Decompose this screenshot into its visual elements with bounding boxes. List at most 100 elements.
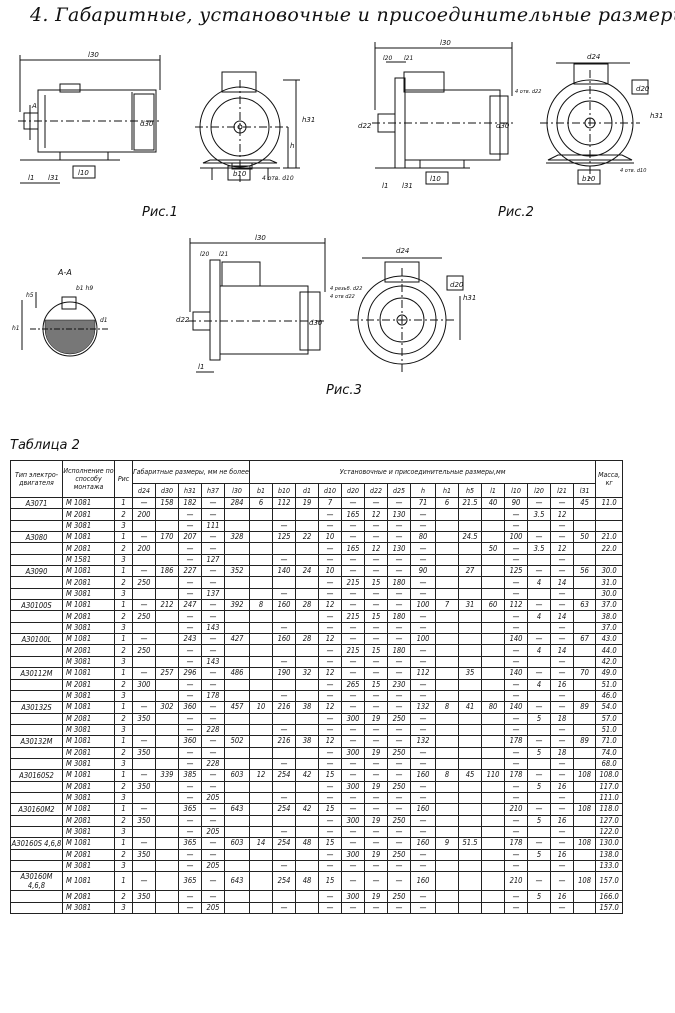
col-header-fig: Рис (114, 460, 133, 498)
table-cell: 108 (573, 871, 597, 892)
table-cell: — (364, 825, 389, 839)
table-cell (458, 803, 483, 816)
table-cell: — (550, 587, 575, 601)
table-cell: — (364, 565, 389, 578)
table-cell: — (132, 633, 156, 646)
table-cell: 302 (155, 701, 179, 714)
table-cell: 300 (341, 746, 366, 759)
table-cell (132, 901, 156, 915)
table-cell (435, 610, 460, 623)
table-cell: — (504, 644, 529, 657)
fig2-h31-label: h31 (650, 112, 663, 120)
table-cell: 16 (550, 890, 575, 903)
table-cell: 3.5 (527, 542, 552, 555)
execution-cell: М 2081 (62, 610, 115, 623)
motor-type-cell (10, 814, 63, 827)
fig1-l31-label: l31 (48, 174, 59, 182)
table-cell: 14 (550, 644, 575, 657)
table-cell: 160 (410, 837, 437, 850)
table-cell (481, 553, 506, 567)
fig1-d30-label: d30 (140, 120, 154, 128)
table-cell: 63 (573, 599, 597, 612)
fig2-holes-d22-label: 4 отв. d22 (515, 89, 541, 95)
table-cell: 125 (504, 565, 529, 578)
table-cell: 12 (318, 599, 343, 612)
table-cell (295, 746, 320, 759)
table-cell: 21.5 (458, 496, 483, 510)
table-cell: 160 (272, 633, 297, 646)
table-cell: — (410, 859, 437, 873)
table-cell (249, 791, 274, 805)
table-cell: — (364, 587, 389, 601)
table-cell (132, 689, 156, 703)
table-cell: — (132, 803, 156, 816)
table-cell: 37.0 (595, 599, 624, 612)
table-cell: 3 (114, 901, 133, 915)
table-cell: — (410, 621, 437, 635)
table-cell (458, 542, 483, 555)
table-cell (527, 587, 552, 601)
table-cell: 15 (364, 678, 389, 691)
table-cell: 5 (527, 848, 552, 862)
table-cell: — (341, 701, 366, 714)
table-cell (458, 553, 483, 567)
table-cell: — (178, 780, 202, 793)
table-cell: — (364, 689, 389, 703)
table-cell: — (341, 689, 366, 703)
table-cell (573, 814, 597, 827)
table-cell (573, 746, 597, 759)
table-cell: — (132, 496, 156, 510)
table-cell (223, 757, 251, 771)
table-cell (458, 791, 483, 805)
table-cell (295, 814, 320, 827)
table-cell (481, 587, 506, 601)
col-header-overall: Габаритные размеры, мм не более (131, 460, 251, 484)
table-cell: — (550, 803, 575, 816)
fig1-holes-label: 4 отв. d10 (262, 175, 294, 182)
table-cell (249, 633, 274, 646)
table-cell: 230 (387, 678, 412, 691)
table-cell: 100 (410, 633, 437, 646)
table-cell: — (341, 565, 366, 578)
table-cell (295, 621, 320, 635)
table-cell (132, 621, 156, 635)
col-header-h37: h37 (201, 483, 225, 498)
table-cell (573, 723, 597, 737)
table-cell (272, 890, 297, 903)
table-cell: — (272, 519, 297, 533)
motor-type-cell: АЗ071 (10, 496, 63, 510)
technical-drawings: l30 d30 l1 l31 l10 A h31 h b10 4 отв. d1… (12, 39, 663, 398)
table-cell: — (387, 769, 412, 782)
table-cell: — (364, 553, 389, 567)
table-cell (155, 689, 179, 703)
table-cell: 46.0 (595, 689, 624, 703)
table-cell: — (341, 587, 366, 601)
table-cell (458, 712, 483, 725)
motor-type-cell: АЗ0100L (10, 633, 63, 646)
table-cell (595, 553, 624, 567)
table-cell (249, 712, 274, 725)
table-cell: — (410, 901, 437, 915)
table-cell (573, 678, 597, 691)
table-cell: 7 (318, 496, 343, 510)
execution-cell: М 3081 (62, 519, 115, 533)
table-cell (481, 508, 506, 521)
table-cell (223, 519, 251, 533)
section-h5-label: h5 (26, 292, 34, 299)
execution-cell: М 3081 (62, 791, 115, 805)
table-cell: 80 (410, 531, 437, 544)
table-cell: — (341, 791, 366, 805)
fig1-side-view (18, 55, 162, 184)
table-cell: 2 (114, 746, 133, 759)
table-cell: — (387, 655, 412, 669)
table-cell: 45 (458, 769, 483, 782)
table-cell: 2 (114, 542, 133, 555)
table-cell (132, 519, 156, 533)
table-cell: — (178, 689, 202, 703)
table-cell: — (272, 757, 297, 771)
table-cell (272, 508, 297, 521)
fig1-caption: Рис.1 (142, 205, 178, 220)
table-cell: 1 (114, 565, 133, 578)
